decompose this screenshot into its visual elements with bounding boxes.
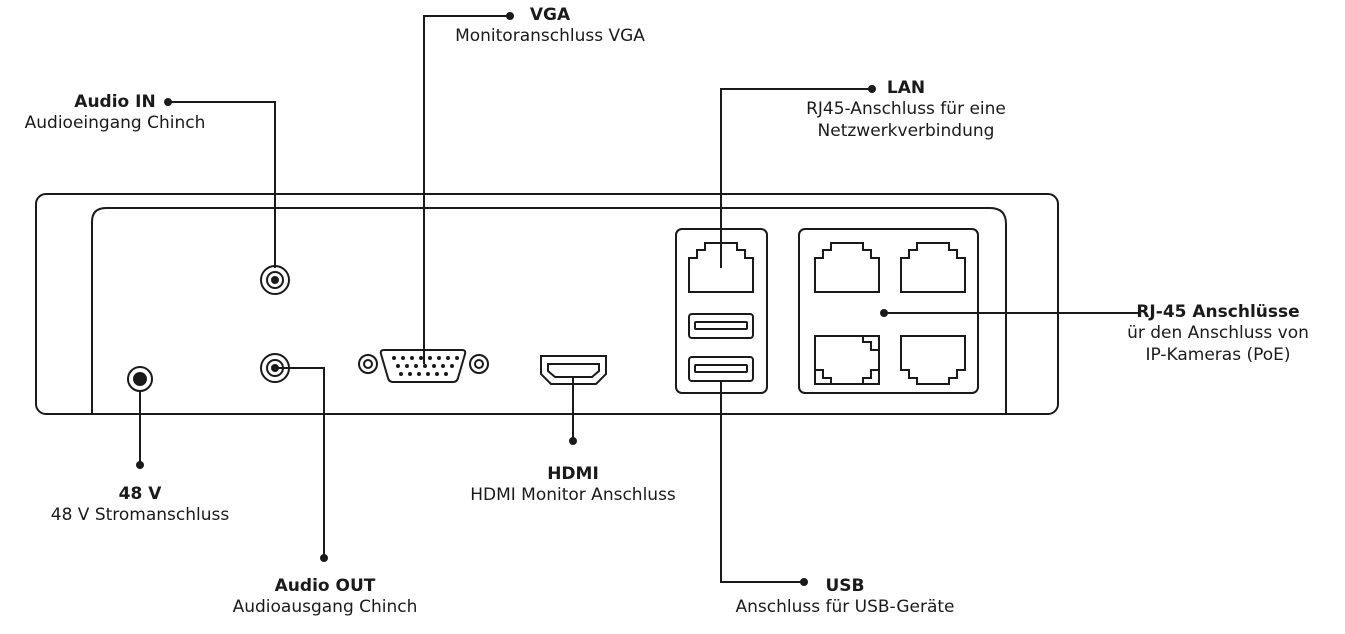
- 48v-title: 48 V: [118, 484, 162, 504]
- rj45-title: RJ-45 Anschlüsse: [1136, 302, 1300, 322]
- label-audio-in: Audio IN Audioeingang Chinch: [0, 92, 230, 135]
- lan-usb-block: [675, 228, 768, 394]
- usb-description: Anschluss für USB-Geräte: [735, 597, 955, 618]
- label-lan: LAN RJ45-Anschluss für eine Netzwerkverb…: [766, 78, 1046, 142]
- label-hdmi: HDMI HDMI Monitor Anschluss: [448, 464, 698, 507]
- vga-connector: [358, 349, 489, 383]
- power-jack: [127, 366, 153, 392]
- rj45-description-line2: IP-Kameras (PoE): [1145, 344, 1291, 365]
- 48v-description: 48 V Stromanschluss: [50, 505, 230, 526]
- device-housing: [35, 193, 1059, 415]
- label-vga: VGA Monitoranschluss VGA: [430, 5, 670, 48]
- audio-in-jack: [260, 265, 290, 295]
- lan-title: LAN: [886, 78, 926, 98]
- lan-description-line2: Netzwerkverbindung: [817, 120, 995, 141]
- lan-description-line1: RJ45-Anschluss für eine: [806, 99, 1006, 120]
- rj45-block: [798, 228, 979, 394]
- vga-title: VGA: [529, 5, 571, 25]
- hdmi-description: HDMI Monitor Anschluss: [470, 485, 676, 506]
- audio-out-title: Audio OUT: [274, 576, 376, 596]
- audio-in-description: Audioeingang Chinch: [24, 113, 206, 134]
- label-usb: USB Anschluss für USB-Geräte: [710, 576, 980, 619]
- rj45-description-line1: ür den Anschluss von: [1127, 323, 1309, 344]
- audio-out-description: Audioausgang Chinch: [232, 597, 418, 618]
- leader-lines: [136, 12, 1140, 586]
- hdmi-connector: [540, 355, 607, 385]
- audio-in-title: Audio IN: [74, 92, 156, 112]
- hdmi-title: HDMI: [547, 464, 599, 484]
- label-rj45: RJ-45 Anschlüsse ür den Anschluss von IP…: [1100, 302, 1336, 366]
- label-48v: 48 V 48 V Stromanschluss: [30, 484, 250, 527]
- label-audio-out: Audio OUT Audioausgang Chinch: [210, 576, 440, 619]
- vga-description: Monitoranschluss VGA: [455, 26, 645, 47]
- usb-title: USB: [825, 576, 865, 596]
